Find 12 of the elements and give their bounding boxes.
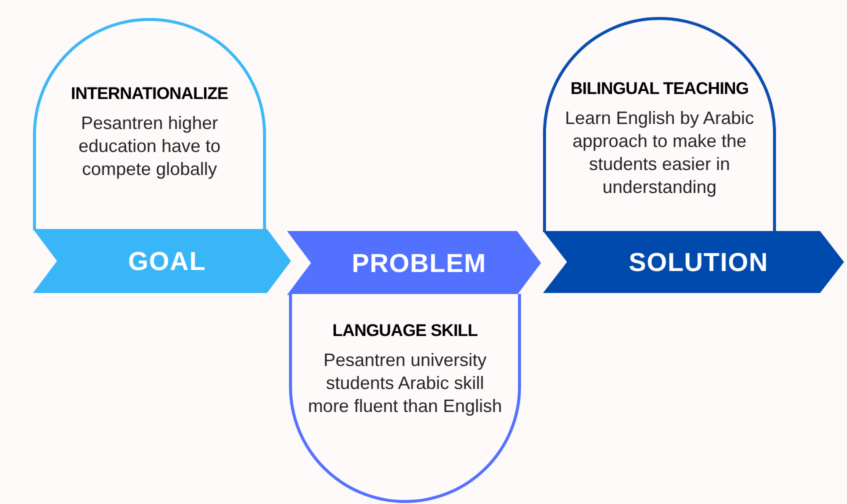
stage-label: SOLUTION (628, 246, 768, 278)
arch-card (543, 17, 776, 232)
stage-label: PROBLEM (350, 246, 486, 280)
card-description: Pesantren university students Arabic skill more fluent than English (306, 349, 504, 418)
card-description: Learn English by Arabic approach to make the students easier in understanding (564, 107, 756, 200)
card-heading: BILINGUAL TEACHING (570, 78, 749, 100)
arch-card (33, 18, 266, 230)
stage-label: GOAL (127, 244, 206, 278)
arch-card (289, 294, 521, 503)
card-heading: LANGUAGE SKILL (332, 320, 478, 342)
card-heading: INTERNATIONALIZE (70, 83, 228, 104)
card-description: Pesantren higher education have to compete globally (77, 112, 222, 182)
